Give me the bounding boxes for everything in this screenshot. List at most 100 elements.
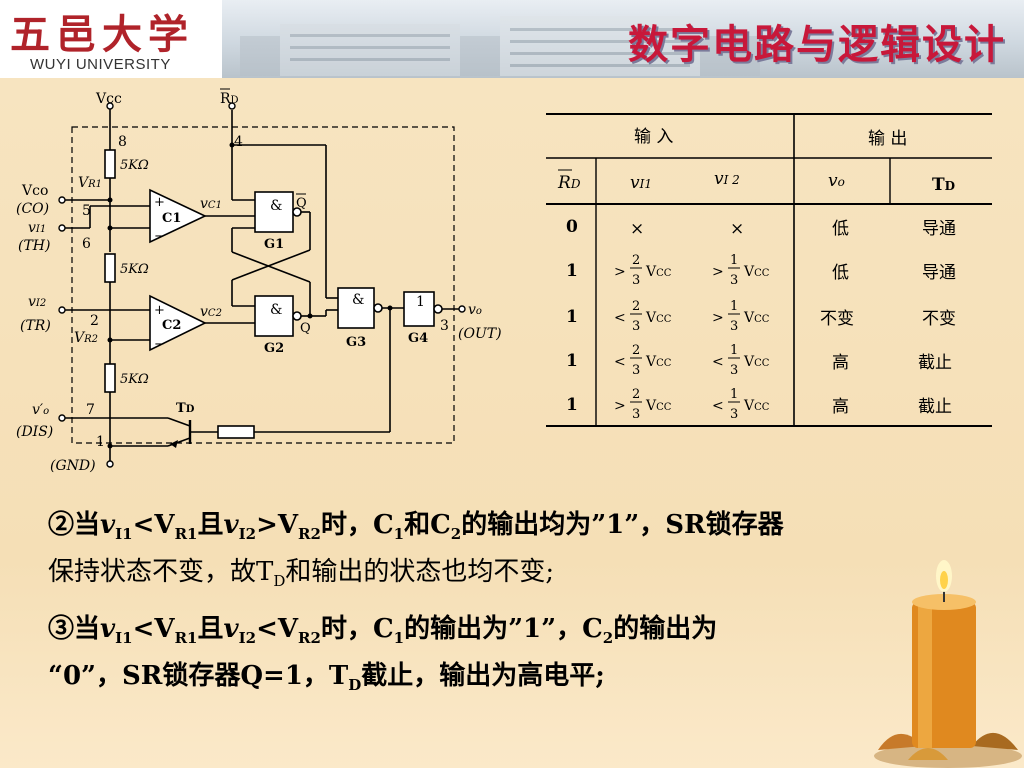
text-run: v — [223, 510, 239, 540]
text-run: R2 — [298, 629, 321, 648]
text-run: 2 — [450, 525, 462, 544]
text-run: >V — [256, 510, 299, 540]
vcc-text: VCC — [645, 354, 672, 370]
candle-decoration — [874, 560, 1022, 768]
row-rd: 1 — [566, 351, 578, 371]
q-label: Q — [300, 321, 311, 336]
vcc-text: VCC — [645, 310, 672, 326]
header-input-group: 输 入 — [634, 127, 673, 147]
tr-label: (TR) — [20, 318, 51, 334]
row-td: 截止 — [918, 397, 952, 417]
frac-num: 2 — [632, 387, 640, 402]
row-vi1-sign: < — [614, 354, 626, 370]
row-rd: 1 — [566, 261, 578, 281]
row-td: 不变 — [922, 309, 956, 329]
text-run: 和输出的状态也均不变; — [285, 557, 555, 588]
table-row: 1 > 2 3 VCC < 1 3 VCC 高 截止 — [566, 387, 952, 422]
text-run: ②当 — [48, 510, 101, 540]
row-vo: 高 — [832, 353, 849, 373]
row-vi1-sign: > — [614, 398, 626, 414]
header-vi1: vI1 — [630, 173, 652, 193]
frac-num: 2 — [632, 253, 640, 268]
row-td: 导通 — [922, 219, 956, 239]
pin-5: 5 — [82, 203, 91, 219]
g3-label: G3 — [346, 335, 366, 350]
text-run: 1 — [393, 629, 405, 648]
text-run: R1 — [174, 525, 198, 544]
rd-label: RD — [220, 91, 239, 107]
row-td: 导通 — [922, 263, 956, 283]
g1-symbol: & — [270, 198, 282, 214]
text-run: D — [348, 676, 362, 695]
g3-symbol: & — [352, 292, 364, 308]
text-run: 截止，输出为高电平; — [361, 661, 605, 692]
c1-plus: + — [154, 195, 165, 210]
row-vi1-sign: > — [614, 264, 626, 280]
vcc-text: VCC — [743, 264, 770, 280]
text-run: 的输出为”1”，C — [404, 614, 603, 644]
vco-label: Vco — [21, 183, 48, 199]
vi1-label: vI1 — [28, 220, 46, 236]
frac-den: 3 — [632, 363, 640, 378]
frac-num: 1 — [730, 387, 738, 402]
c1-minus: − — [154, 229, 165, 244]
text-run: D — [273, 572, 286, 591]
paragraph-3-line-1: ③当vI1<VR1且vI2<VR2时，C1的输出为”1”，C2的输出为 — [48, 610, 717, 657]
text-run: “0”，SR锁存器Q=1，T — [48, 661, 349, 692]
truth-table: 输 入 输 出 RD vI1 vI 2 vo TD 0 × × 低 导通 1 >… — [546, 113, 992, 427]
slide-header: 五邑大学 WUYI UNIVERSITY 数字电路与逻辑设计 — [0, 0, 1024, 78]
text-run: 时，C — [320, 510, 394, 540]
header-output-group: 输 出 — [868, 129, 907, 149]
pin-3: 3 — [440, 318, 449, 334]
th-label: (TH) — [18, 238, 50, 254]
resistor-2-label: 5KΩ — [120, 262, 149, 277]
vr2-label: VR2 — [74, 330, 98, 346]
pin-1: 1 — [96, 434, 105, 450]
text-run: R2 — [298, 525, 321, 544]
g4-symbol: 1 — [416, 294, 425, 310]
pin-4: 4 — [234, 134, 243, 150]
text-run: ③当 — [48, 614, 101, 644]
header-vo: vo — [828, 171, 845, 191]
c2-label: C2 — [162, 318, 181, 333]
resistor-3-label: 5KΩ — [120, 372, 149, 387]
qbar-label: Q — [296, 196, 307, 211]
table-row: 1 > 2 3 VCC > 1 3 VCC 低 导通 — [566, 253, 956, 288]
dis-label: (DIS) — [16, 424, 53, 440]
row-vo: 低 — [832, 219, 849, 239]
vcc-label: Vcc — [95, 91, 122, 107]
pin-8: 8 — [118, 134, 127, 150]
vcc-text: VCC — [645, 398, 672, 414]
text-run: <V — [132, 510, 175, 540]
text-run: 且 — [197, 510, 224, 540]
frac-den: 3 — [730, 363, 738, 378]
row-vo: 高 — [832, 397, 849, 417]
g1-label: G1 — [264, 237, 284, 252]
c2-plus: + — [154, 303, 165, 318]
university-logo: 五邑大学 WUYI UNIVERSITY — [0, 0, 222, 78]
header-vi2: vI 2 — [714, 169, 740, 189]
g2-label: G2 — [264, 341, 284, 356]
text-run: 的输出均为”1”，SR锁存器 — [461, 510, 784, 540]
row-vi2-sign: < — [712, 398, 724, 414]
td-label: TD — [176, 401, 195, 416]
row-vi1: × — [630, 219, 644, 239]
frac-num: 2 — [632, 299, 640, 314]
vi2-label: vI2 — [28, 294, 46, 310]
paragraph-2-line-1: ②当vI1<VR1且vI2>VR2时，C1和C2的输出均为”1”，SR锁存器 — [48, 506, 784, 553]
frac-num: 2 — [632, 343, 640, 358]
text-run: 和C — [404, 510, 451, 540]
text-run: <V — [132, 614, 175, 644]
row-vo: 低 — [832, 263, 849, 283]
vo-label: vo — [468, 302, 482, 318]
text-run: I2 — [238, 629, 257, 648]
pin-7: 7 — [86, 402, 95, 418]
text-run: 保持状态不变，故T — [48, 557, 274, 588]
campus-building-image — [240, 16, 760, 76]
frac-den: 3 — [632, 319, 640, 334]
row-vi2-sign: < — [712, 354, 724, 370]
row-vo: 不变 — [820, 309, 854, 329]
text-run: v — [100, 510, 116, 540]
vcc-text: VCC — [743, 398, 770, 414]
vcc-text: VCC — [743, 354, 770, 370]
